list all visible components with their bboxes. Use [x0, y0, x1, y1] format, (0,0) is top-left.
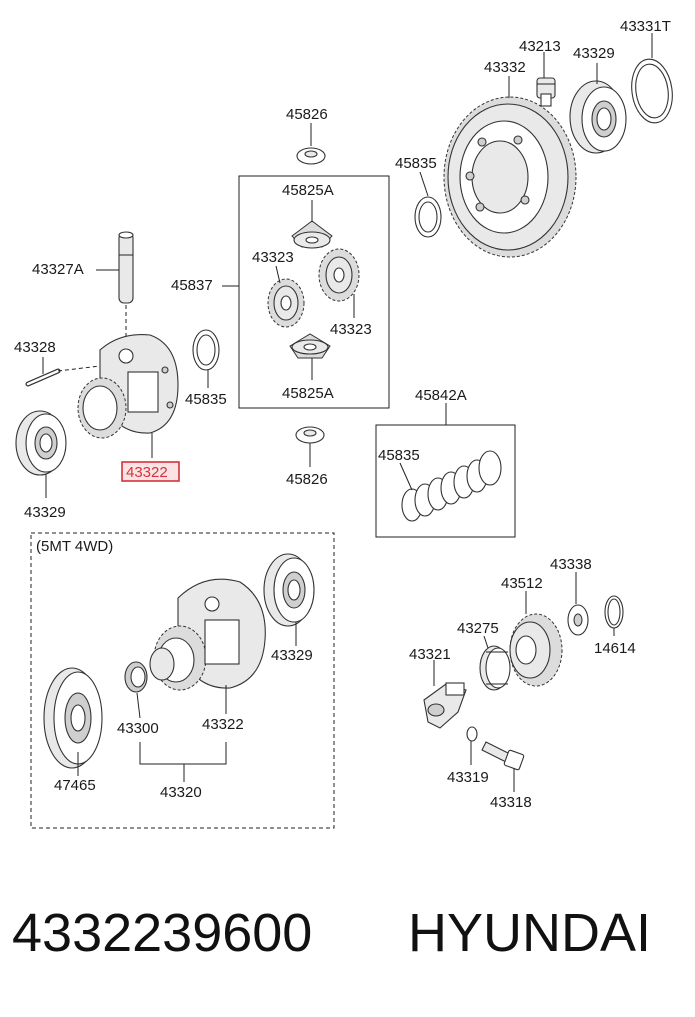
callout-43512: 43512 — [501, 575, 543, 592]
callout-47465: 47465 — [54, 777, 96, 794]
bolt-43318 — [481, 741, 525, 771]
kit-box-45837 — [238, 175, 390, 409]
callout-43300: 43300 — [117, 720, 159, 737]
brand-text: HYUNDAI — [408, 903, 652, 963]
diff-case-43322 — [77, 334, 179, 439]
shim-45835-right — [414, 196, 442, 238]
callout-45826-bottom: 45826 — [286, 471, 328, 488]
bearing-43329-lower — [263, 553, 315, 627]
callout-45826-top: 45826 — [286, 106, 328, 123]
part-number-text: 4332239600 — [12, 903, 313, 963]
group-box-5mt-4wd — [30, 532, 335, 829]
callout-14614: 14614 — [594, 640, 636, 657]
lock-pin-43328 — [25, 368, 61, 387]
driven-gear-43512 — [509, 613, 563, 687]
callout-43329-left: 43329 — [24, 504, 66, 521]
snap-ring-14614 — [604, 595, 624, 629]
callout-45825a-bottom: 45825A — [282, 385, 334, 402]
bearing-47465 — [43, 667, 103, 769]
callout-43213: 43213 — [519, 38, 561, 55]
bearing-43329-left — [15, 410, 67, 476]
callout-43318: 43318 — [490, 794, 532, 811]
shim-stack-45835 — [401, 450, 502, 522]
callout-45835-right: 45835 — [395, 155, 437, 172]
callout-43323-right: 43323 — [330, 321, 372, 338]
callout-45835-stack: 45835 — [378, 447, 420, 464]
shim-45835-mid — [192, 329, 220, 371]
side-gear-45825a-top — [291, 220, 333, 249]
callout-43275: 43275 — [457, 620, 499, 637]
washer-45826-top — [296, 147, 326, 165]
callout-43320: 43320 — [160, 784, 202, 801]
callout-43321: 43321 — [409, 646, 451, 663]
washer-43338 — [567, 604, 589, 636]
bolt-43213 — [536, 77, 556, 107]
callout-45837: 45837 — [171, 277, 213, 294]
oil-seal-43300 — [124, 661, 148, 693]
callout-43329-lower: 43329 — [271, 647, 313, 664]
callout-45835-mid: 45835 — [185, 391, 227, 408]
callout-43323-left: 43323 — [252, 249, 294, 266]
side-gear-45825a-bottom — [289, 333, 331, 359]
callout-43327a: 43327A — [32, 261, 84, 278]
shim-43331t — [631, 58, 673, 124]
diff-case-43322-lower — [149, 578, 266, 691]
callout-43319: 43319 — [447, 769, 489, 786]
callout-43338: 43338 — [550, 556, 592, 573]
highlight-box-43322 — [121, 461, 180, 482]
callout-43322-lower: 43322 — [202, 716, 244, 733]
bearing-43329-top — [569, 80, 627, 154]
washer-45826-bottom — [295, 426, 325, 444]
callout-43328: 43328 — [14, 339, 56, 356]
pinion-shaft-43327a — [118, 231, 134, 304]
o-ring-43319 — [466, 726, 478, 742]
callout-45842a: 45842A — [415, 387, 467, 404]
pinion-gear-43323-right — [318, 248, 360, 302]
ring-gear-43332 — [443, 96, 577, 258]
callout-43331t: 43331T — [620, 18, 671, 35]
footer-caption: 4332239600 HYUNDAI — [0, 890, 695, 990]
sleeve-43321 — [423, 682, 467, 729]
pinion-gear-43323-left — [267, 278, 305, 328]
group-label-5mt-4wd: (5MT 4WD) — [36, 538, 113, 555]
callout-43322-highlighted[interactable]: 43322 — [126, 464, 168, 481]
callout-43329-top: 43329 — [573, 45, 615, 62]
callout-43332: 43332 — [484, 59, 526, 76]
needle-bearing-43275 — [479, 645, 511, 691]
callout-45825a-top: 45825A — [282, 182, 334, 199]
